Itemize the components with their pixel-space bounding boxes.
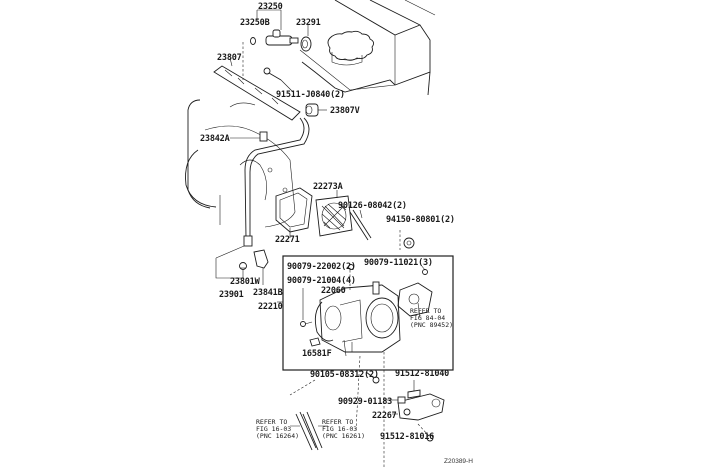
- reference-fig-16-03-16261[interactable]: REFER TO FIG 16-03 (PNC 16261): [322, 418, 366, 440]
- part-label-23250[interactable]: 23250: [258, 2, 283, 12]
- fuel-injector: [250, 9, 299, 46]
- injector-cushion: [300, 24, 312, 52]
- part-label-91512-81016[interactable]: 91512-81016: [380, 432, 435, 442]
- part-label-23842a[interactable]: 23842A: [200, 134, 230, 144]
- part-label-22060[interactable]: 22060: [321, 286, 346, 296]
- drawing-code: Z20389-H: [444, 458, 473, 465]
- throttle-body: [314, 281, 401, 357]
- part-label-90126-08042[interactable]: 90126-08042(2): [338, 201, 407, 211]
- throttle-body-group-box: [282, 255, 454, 371]
- hose-23901: [215, 245, 247, 279]
- hose-16581f: [309, 337, 321, 347]
- part-label-23807[interactable]: 23807: [217, 53, 242, 63]
- screw-90079-22002: [348, 264, 354, 290]
- flange-gasket: [397, 282, 433, 319]
- part-label-90079-21004[interactable]: 90079-21004(4): [287, 276, 356, 286]
- stud-90126: [349, 209, 372, 241]
- part-label-91511-j0840[interactable]: 91511-J0840(2): [276, 90, 345, 100]
- part-label-90929-01183[interactable]: 90929-01183: [338, 397, 393, 407]
- gasket-22273a: [315, 190, 353, 237]
- part-label-23291[interactable]: 23291: [296, 18, 321, 28]
- part-label-90105-08312[interactable]: 90105-08312(2): [310, 370, 379, 380]
- part-label-90079-22002[interactable]: 90079-22002(2): [287, 262, 356, 272]
- bolt-91511: [263, 67, 294, 93]
- part-label-91512-81040[interactable]: 91512-81040: [395, 369, 450, 379]
- engine-block-outline: [299, 0, 436, 96]
- part-label-23250b[interactable]: 23250B: [240, 18, 270, 28]
- part-label-23901[interactable]: 23901: [219, 290, 244, 300]
- collar-23807v: [305, 103, 327, 117]
- bolt-90105: [365, 371, 380, 384]
- part-label-16581f[interactable]: 16581F: [302, 349, 332, 359]
- reference-fig-16-03-16264[interactable]: REFER TO FIG 16-03 (PNC 16264): [256, 418, 300, 440]
- dashed-guides: [289, 352, 385, 468]
- fuel-hose: [230, 117, 310, 247]
- reference-fig-84-04[interactable]: REFER TO FIG 84-04 (PNC 89452): [410, 307, 454, 329]
- gasket-22271: [275, 187, 313, 238]
- fuel-delivery-pipe: [213, 42, 301, 121]
- clamp-90929: [384, 396, 406, 404]
- bracket-23841b: [253, 249, 269, 285]
- part-label-22210[interactable]: 22210: [258, 302, 283, 312]
- part-label-94150-80801[interactable]: 94150-80801(2): [386, 215, 455, 225]
- part-label-22267[interactable]: 22267: [372, 411, 397, 421]
- water-hoses: [290, 411, 328, 451]
- bracket-22267: [392, 393, 445, 421]
- nut-94150: [399, 230, 415, 250]
- part-label-23841b[interactable]: 23841B: [253, 288, 283, 298]
- part-label-23807v[interactable]: 23807V: [330, 106, 360, 116]
- intake-manifold: [185, 99, 296, 228]
- oil-filler-cap: [327, 30, 375, 66]
- part-label-22273a[interactable]: 22273A: [313, 182, 343, 192]
- bolt-91512-81016: [417, 423, 434, 442]
- part-label-90079-11021[interactable]: 90079-11021(3): [364, 258, 433, 268]
- bolt-91512-81040: [407, 380, 421, 399]
- screw-90079-11021: [420, 264, 428, 275]
- part-label-23801w[interactable]: 23801W: [230, 277, 260, 287]
- part-label-22271[interactable]: 22271: [275, 235, 300, 245]
- screw-90079-21004: [300, 288, 313, 327]
